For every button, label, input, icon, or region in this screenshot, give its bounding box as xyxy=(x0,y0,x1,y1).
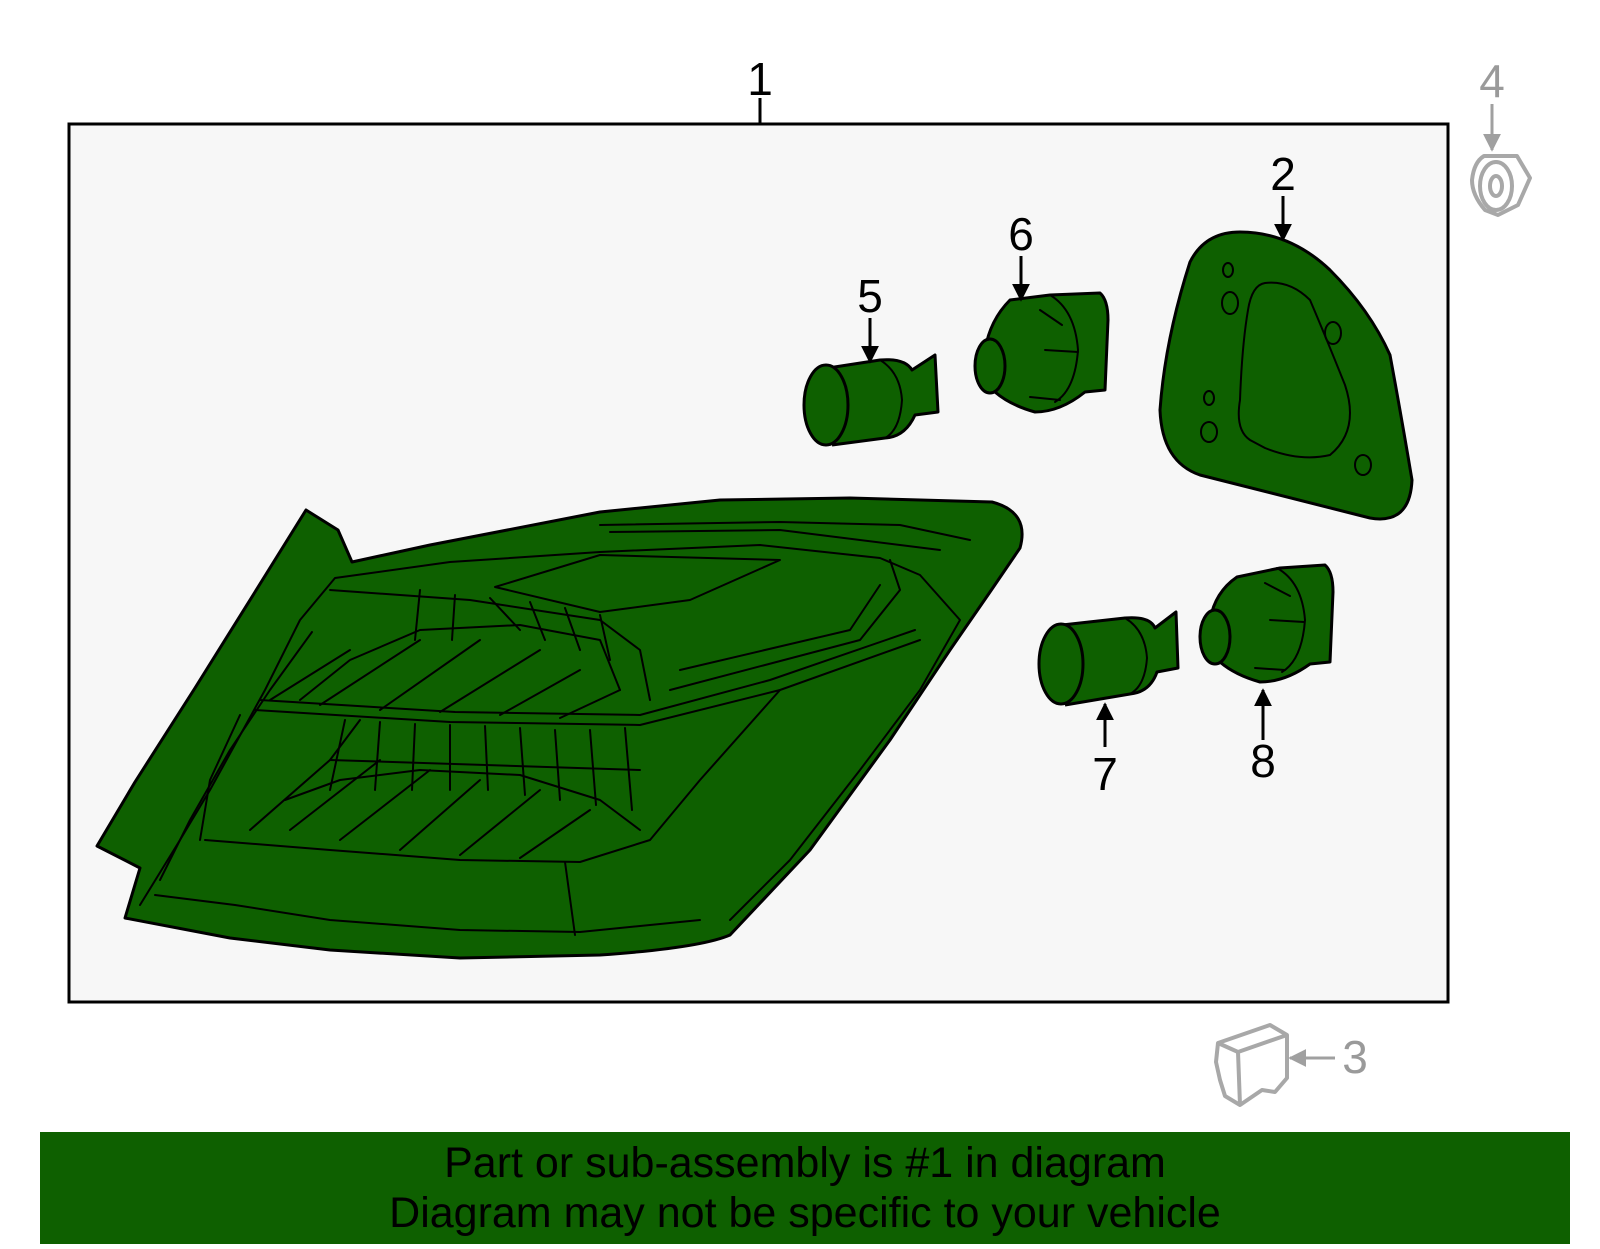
callout-1: 1 xyxy=(747,53,773,105)
callout-3: 3 xyxy=(1342,1031,1368,1083)
callout-7: 7 xyxy=(1092,748,1118,800)
banner-line-1: Part or sub-assembly is #1 in diagram xyxy=(444,1139,1166,1187)
info-banner: Part or sub-assembly is #1 in diagram Di… xyxy=(40,1132,1570,1244)
socket-part-6 xyxy=(973,291,1110,414)
callout-5: 5 xyxy=(857,270,883,322)
tail-lamp-assembly xyxy=(95,496,1024,960)
socket-part-8 xyxy=(1198,563,1335,684)
callout-2: 2 xyxy=(1270,148,1296,200)
callout-6: 6 xyxy=(1008,208,1034,260)
gasket-part-2 xyxy=(1158,230,1414,521)
bulb-part-7 xyxy=(1037,610,1180,707)
callout-4: 4 xyxy=(1479,55,1505,107)
clip-part-3 xyxy=(1214,1023,1289,1107)
nut-part-4 xyxy=(1470,154,1532,217)
info-banner-bg xyxy=(40,1132,1570,1244)
banner-line-2: Diagram may not be specific to your vehi… xyxy=(389,1189,1221,1237)
bulb-part-5 xyxy=(802,353,940,447)
callout-8: 8 xyxy=(1250,735,1276,787)
